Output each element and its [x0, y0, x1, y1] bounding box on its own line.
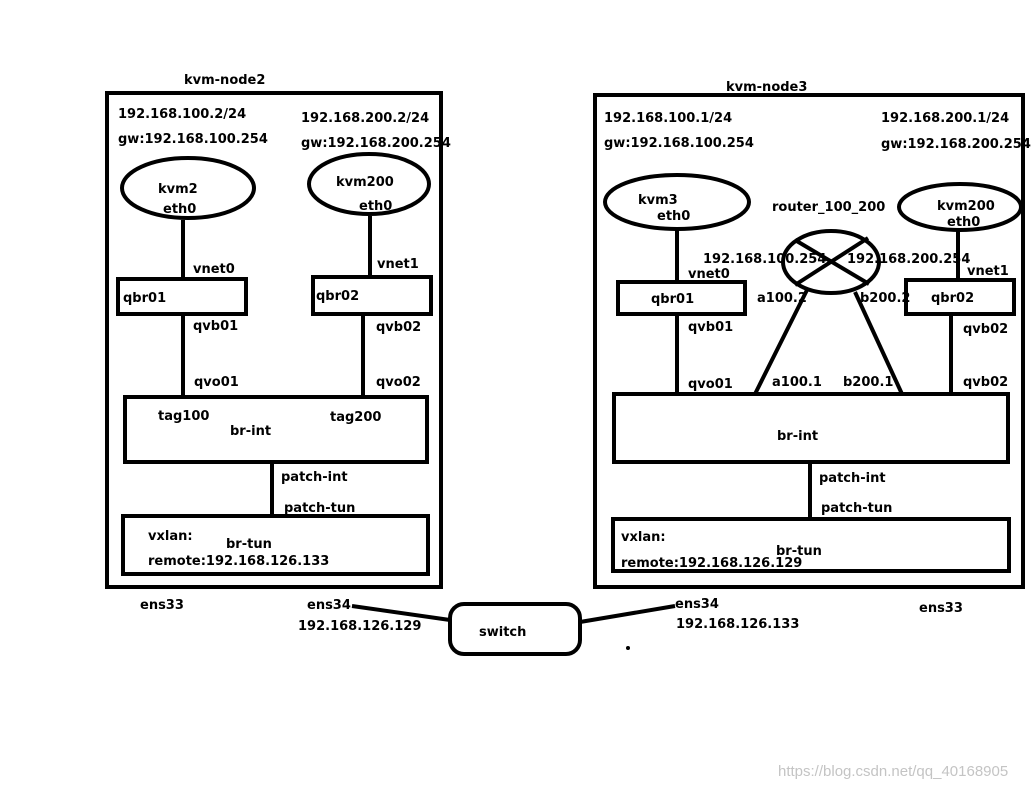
node3-ens33: ens33 — [919, 601, 963, 616]
node2-vxlan: vxlan: — [148, 529, 193, 544]
node3-br-int-box — [612, 392, 1010, 464]
node2-vm2-eth: eth0 — [359, 199, 392, 214]
node2-vm1-eth: eth0 — [163, 202, 196, 217]
node3-vm2-name: kvm200 — [937, 199, 995, 214]
node3-b200-2: b200.2 — [860, 291, 910, 306]
node3-vnet1: vnet1 — [967, 264, 1009, 279]
node2-br-int-label: br-int — [230, 424, 271, 439]
node2-vnet1: vnet1 — [377, 257, 419, 272]
node3-vxlan: vxlan: — [621, 530, 666, 545]
node3-a100-1: a100.1 — [772, 375, 822, 390]
node2-qvo02: qvo02 — [376, 375, 421, 390]
node3-net2-gw: gw:192.168.200.254 — [881, 137, 1031, 152]
node2-patch-tun: patch-tun — [284, 501, 355, 516]
node2-vm1-name: kvm2 — [158, 182, 198, 197]
node3-br-tun-label: br-tun — [776, 544, 822, 559]
node3-patch-int: patch-int — [819, 471, 886, 486]
node2-qbr02-label: qbr02 — [316, 289, 359, 304]
node2-ens33: ens33 — [140, 598, 184, 613]
node3-qbr01-box — [616, 280, 747, 316]
node2-ens34-ip: 192.168.126.129 — [298, 619, 421, 634]
node2-vm-kvm2 — [120, 156, 256, 220]
node2-net2-ip: 192.168.200.2/24 — [301, 111, 429, 126]
switch-label: switch — [479, 625, 526, 640]
node2-frame — [105, 91, 443, 589]
node3-qvb01: qvb01 — [688, 320, 733, 335]
node3-qbr02-box — [904, 278, 1016, 316]
link-node2-switch — [351, 604, 451, 622]
node2-qvb02: qvb02 — [376, 320, 421, 335]
node2-vnet0: vnet0 — [193, 262, 235, 277]
link-switch-node3 — [579, 604, 676, 624]
node3-net2-ip: 192.168.200.1/24 — [881, 111, 1009, 126]
node3-vm1-eth: eth0 — [657, 209, 690, 224]
node3-vm1-name: kvm3 — [638, 193, 678, 208]
node2-net2-gw: gw:192.168.200.254 — [301, 136, 451, 151]
stray-dot — [626, 646, 630, 650]
node3-ens34: ens34 — [675, 597, 719, 612]
node2-vm-kvm200 — [307, 152, 431, 216]
node3-a100-2: a100.2 — [757, 291, 807, 306]
node3-qvo01: qvo01 — [688, 377, 733, 392]
node3-ens34-ip: 192.168.126.133 — [676, 617, 799, 632]
node3-qvb02: qvb02 — [963, 322, 1008, 337]
node2-tag100: tag100 — [158, 409, 209, 424]
node2-remote: remote:192.168.126.133 — [148, 554, 329, 569]
node2-qvo01: qvo01 — [194, 375, 239, 390]
watermark: https://blog.csdn.net/qq_40168905 — [778, 763, 1008, 780]
node3-router-ip1: 192.168.100.254 — [703, 252, 826, 267]
node3-router-ip2: 192.168.200.254 — [847, 252, 970, 267]
node3-frame — [593, 93, 1025, 589]
node2-qbr02-box — [311, 275, 433, 316]
node2-qvb01: qvb01 — [193, 319, 238, 334]
node3-b200-1: b200.1 — [843, 375, 893, 390]
switch-group: switch — [351, 602, 676, 656]
node2-br-tun-box — [121, 514, 430, 576]
node3-group: kvm-node3 192.168.100.1/24 gw:192.168.10… — [593, 80, 1031, 632]
node3-net1-gw: gw:192.168.100.254 — [604, 136, 754, 151]
node3-qvo02: qvb02 — [963, 375, 1008, 390]
node2-group: kvm-node2 192.168.100.2/24 gw:192.168.10… — [105, 73, 451, 634]
node3-br-tun-box — [611, 517, 1011, 573]
node2-net1-ip: 192.168.100.2/24 — [118, 107, 246, 122]
node3-title: kvm-node3 — [726, 80, 807, 95]
node3-net1-ip: 192.168.100.1/24 — [604, 111, 732, 126]
node2-net1-gw: gw:192.168.100.254 — [118, 132, 268, 147]
node2-br-int-box — [123, 395, 429, 464]
node3-vnet0: vnet0 — [688, 267, 730, 282]
node3-router — [781, 229, 881, 295]
node2-title: kvm-node2 — [184, 73, 265, 88]
node2-tag200: tag200 — [330, 410, 381, 425]
node3-br-int-label: br-int — [777, 429, 818, 444]
switch-box — [448, 602, 582, 656]
node3-router-name: router_100_200 — [772, 200, 885, 215]
node2-br-tun-label: br-tun — [226, 537, 272, 552]
node3-vm2-eth: eth0 — [947, 215, 980, 230]
node3-patch-tun: patch-tun — [821, 501, 892, 516]
node3-qbr01-label: qbr01 — [651, 292, 694, 307]
router-cross-2 — [793, 236, 870, 287]
node3-remote: remote:192.168.126.129 — [621, 556, 802, 571]
node2-patch-int: patch-int — [281, 470, 348, 485]
node3-link-router-b200 — [853, 291, 904, 395]
node3-link-router-a100 — [753, 289, 809, 395]
node2-qbr01-label: qbr01 — [123, 291, 166, 306]
node3-qbr02-label: qbr02 — [931, 291, 974, 306]
node2-ens34: ens34 — [307, 598, 351, 613]
node2-vm2-name: kvm200 — [336, 175, 394, 190]
